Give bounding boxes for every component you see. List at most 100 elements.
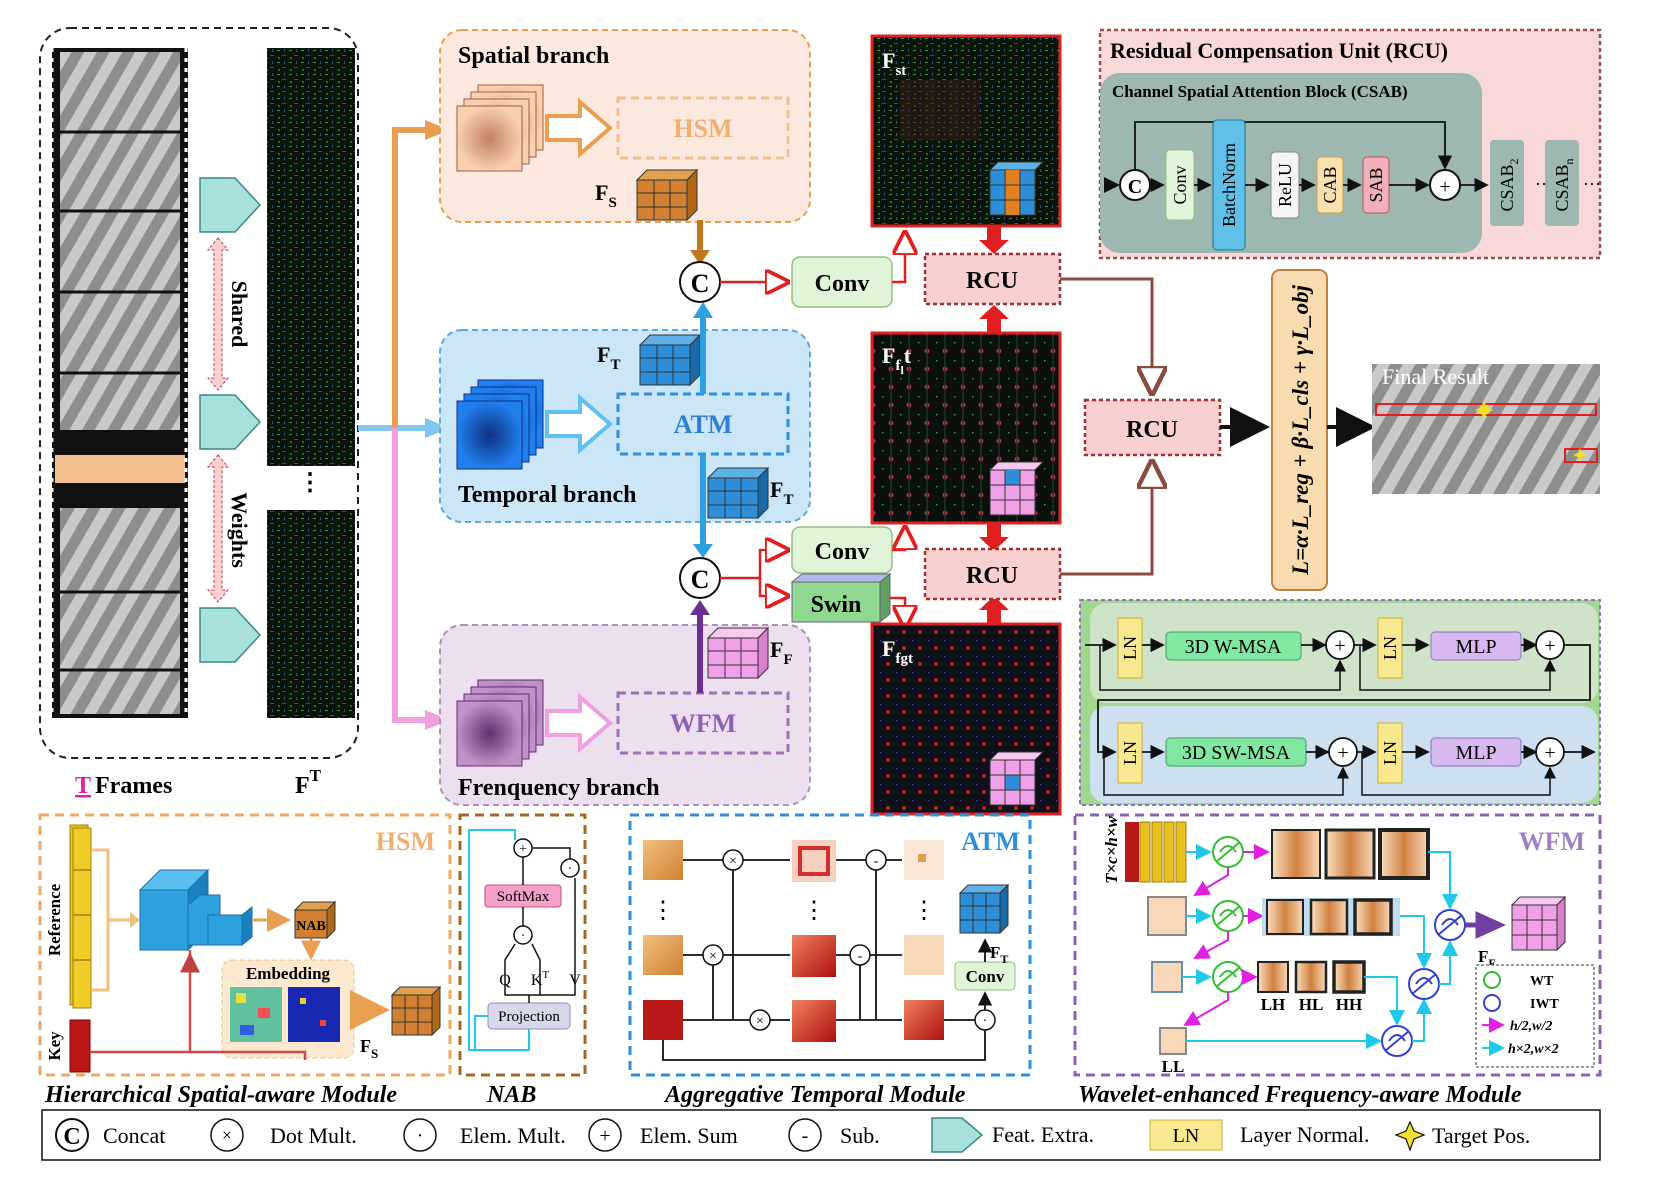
temporal-branch-title: Temporal branch <box>458 482 636 508</box>
hsm-detail-panel <box>38 813 452 1077</box>
atm-sub-2-symbol: - <box>858 949 863 964</box>
wfm-ll-2 <box>1151 961 1183 993</box>
arrow-conv-fst <box>892 235 905 284</box>
fft-cube <box>988 461 1045 516</box>
atm-dot-3-symbol: × <box>756 1014 764 1029</box>
rcu-conv-label: Conv <box>1170 165 1190 204</box>
atm-ft-cube <box>958 883 1010 935</box>
atm-attn-3 <box>792 1000 836 1042</box>
rcu-sum-label: + <box>1439 176 1450 198</box>
reference-stack <box>69 824 92 1009</box>
fs-label: FS <box>595 180 617 211</box>
target-star-2 <box>1573 448 1587 462</box>
nab-mult-top-symbol: · <box>568 862 573 877</box>
loss-box <box>1271 269 1328 591</box>
atm-label: ATM <box>674 410 733 439</box>
ln-4 <box>1377 722 1403 784</box>
features-label: FT <box>295 766 322 799</box>
atm-block-2 <box>643 935 683 975</box>
hsm-detail-title: HSM <box>376 827 435 856</box>
legend-elem-mult-symbol: · <box>417 1125 424 1147</box>
csab2-label: CSAB2 <box>1497 158 1521 211</box>
legend-sub-icon <box>788 1118 822 1152</box>
rcu-relu-label: ReLU <box>1275 163 1295 207</box>
ft-cube-bottom <box>706 466 770 520</box>
wfm-input-stack <box>1125 821 1187 883</box>
legend-concat-symbol: C <box>63 1124 80 1150</box>
ln-1 <box>1117 617 1143 679</box>
wfm-ll-3 <box>1159 1027 1187 1055</box>
wfm-hf-1c <box>1378 828 1430 880</box>
ln-3 <box>1117 722 1143 784</box>
wfm-legend-iwt: IWT <box>1530 997 1559 1012</box>
feature-extractors <box>199 177 262 663</box>
frequency-hollow-arrow <box>545 692 614 754</box>
temporal-feature-stack <box>456 379 544 470</box>
arrow-conv-fft <box>892 530 905 552</box>
frame-strip <box>50 48 188 718</box>
map-fst-label: Fst <box>882 48 906 79</box>
spatial-branch-panel <box>439 29 811 223</box>
fs-cube <box>635 168 699 222</box>
nab-caption: NAB <box>486 1082 536 1108</box>
atm-detail-panel <box>628 813 1032 1077</box>
nab-sum-symbol: + <box>519 842 527 857</box>
atm-dot-1-symbol: × <box>729 854 737 869</box>
wfm-legend-down: h/2,w/2 <box>1510 1019 1552 1034</box>
rcu-detail-title: Residual Compensation Unit (RCU) <box>1110 38 1448 63</box>
legend-ln-symbol: LN <box>1173 1125 1200 1147</box>
atm-ft-label: FT <box>990 943 1008 966</box>
mlp-2-label: MLP <box>1455 742 1496 764</box>
w-msa-label: 3D W-MSA <box>1185 636 1282 658</box>
final-result-image <box>1372 364 1600 494</box>
fst-cube <box>988 161 1045 216</box>
wfm-label: WFM <box>670 709 736 738</box>
wfm-caption: Wavelet-enhanced Frequency-aware Module <box>1078 1082 1522 1108</box>
atm-conv-label: Conv <box>966 967 1005 986</box>
input-group-border <box>39 27 359 759</box>
wfm-hh-label: HH <box>1336 995 1362 1014</box>
rcu-sab-label: SAB <box>1366 167 1386 202</box>
hsm-reference-arrow <box>91 848 136 992</box>
wfm-hh <box>1332 960 1366 994</box>
legend-elem-sum-symbol: + <box>599 1125 610 1147</box>
csabn-block <box>1545 140 1579 226</box>
nab-cube <box>293 900 337 940</box>
feat-extract-icon <box>199 607 262 663</box>
rcu-batchnorm-label: BatchNorm <box>1219 143 1239 227</box>
reference-label: Reference <box>45 883 64 956</box>
concat-bottom-label: C <box>691 565 710 594</box>
arrow-fft-rcu-down <box>979 523 1009 551</box>
shared-arrow <box>206 237 230 391</box>
wfm-ff-label: FF <box>1478 947 1496 970</box>
legend-elem-mult-text: Elem. Mult. <box>460 1123 566 1148</box>
atm-res-3 <box>904 1000 944 1040</box>
legend-feat-extra-text: Feat. Extra. <box>992 1122 1094 1147</box>
mlp-1-label: MLP <box>1455 636 1496 658</box>
wfm-out-arrow <box>1465 911 1507 939</box>
nab-cube-label: NAB <box>296 919 326 934</box>
legend-concat-text: Concat <box>103 1123 165 1148</box>
weights-arrow <box>206 454 230 603</box>
map-fft-label: Fflt <box>882 343 912 377</box>
weights-label: Weights <box>227 492 252 568</box>
atm-sub-1-symbol: - <box>874 854 879 869</box>
legend-concat-icon <box>55 1118 89 1152</box>
ffgt-cube <box>988 751 1045 806</box>
legend-elem-sum-icon <box>588 1118 622 1152</box>
frames-label: Frames <box>95 773 172 799</box>
wfm-detail-title: WFM <box>1519 827 1585 856</box>
map-ffgt-label: Ffgt <box>882 636 913 667</box>
nab-residual-line <box>468 829 516 1051</box>
wfm-lh-label: LH <box>1261 995 1286 1014</box>
arrow-swin-ffgt <box>890 596 905 625</box>
rcu-bottom <box>923 547 1062 601</box>
legend-target-icon <box>1394 1120 1426 1152</box>
wfm-detail-panel <box>1073 813 1602 1077</box>
ln-4-label: LN <box>1380 741 1400 765</box>
rcu-cab-label: CAB <box>1320 166 1340 203</box>
rcu-top-label: RCU <box>966 268 1018 294</box>
arrow-concat-conv-bottom <box>720 550 785 580</box>
hsm-caption: Hierarchical Spatial-aware Module <box>44 1082 397 1108</box>
atm-dots-3: ⋮ <box>912 898 936 924</box>
